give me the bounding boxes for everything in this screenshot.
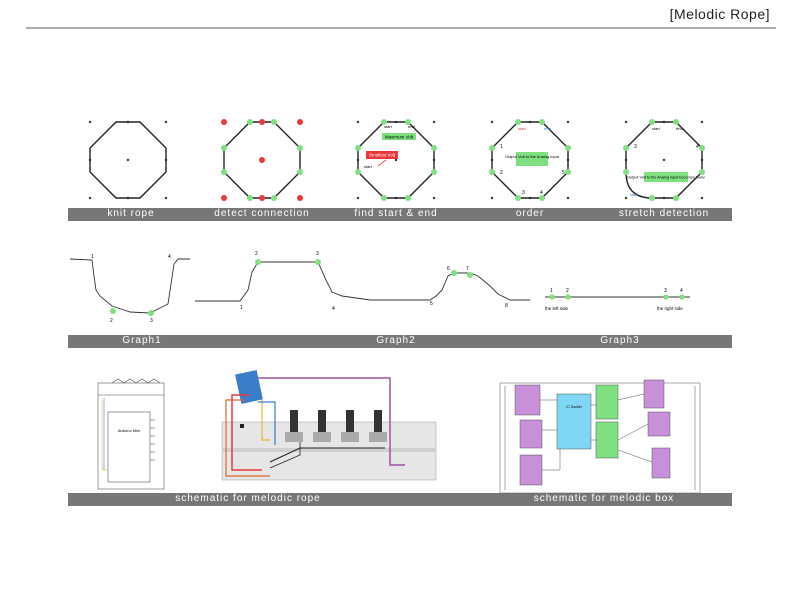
- octagon-knit-rope: [88, 120, 168, 200]
- svg-text:1: 1: [240, 305, 243, 311]
- svg-text:5: 5: [562, 170, 565, 176]
- svg-text:4: 4: [168, 254, 171, 260]
- svg-text:end: end: [676, 126, 683, 131]
- svg-text:the right side: the right side: [657, 306, 683, 311]
- arduino-chip-label: Arduino Mini: [118, 428, 140, 433]
- octagon-find-start-end: Maximum Volt Smallest Volt start end sta…: [355, 119, 437, 201]
- graph3-markers: [549, 294, 685, 300]
- svg-text:1: 1: [550, 288, 553, 294]
- caption-bar-schematics: schematic for melodic rope schematic for…: [68, 493, 732, 506]
- svg-text:3: 3: [522, 190, 525, 196]
- svg-text:2: 2: [500, 170, 503, 176]
- schematic-rope-left: [97, 378, 165, 490]
- svg-text:start: start: [630, 192, 639, 197]
- box-maximum-volt: Maximum Volt: [385, 135, 414, 140]
- caption-knit-rope: knit rope: [107, 208, 155, 219]
- caption-bar-graphs: Graph1 Graph2 Graph3: [68, 335, 732, 348]
- graph1-markers: [110, 308, 154, 316]
- svg-text:6: 6: [447, 266, 450, 272]
- box-smallest-volt: Smallest Volt: [369, 153, 396, 158]
- caption-detect-connection: detect connection: [214, 208, 310, 219]
- caption-schematic-rope: schematic for melodic rope: [175, 493, 321, 504]
- svg-text:start: start: [652, 126, 661, 131]
- svg-text:4: 4: [540, 190, 543, 196]
- header-rule: [26, 27, 776, 29]
- graph1: [69, 258, 190, 314]
- graph2-markers: [255, 259, 473, 278]
- svg-text:end: end: [408, 124, 415, 129]
- caption-graph2: Graph2: [376, 335, 416, 346]
- svg-text:4: 4: [696, 144, 699, 150]
- octagon-order: Output Volt to the Analog input start en…: [489, 119, 571, 201]
- octagon-detect-connection: [221, 119, 303, 201]
- caption-stretch-detection: stretch detection: [618, 208, 710, 219]
- caption-graph3: Graph3: [600, 335, 640, 346]
- caption-bar-octagons: knit rope detect connection find start &…: [68, 208, 732, 221]
- graph2: [195, 261, 530, 302]
- svg-text:3: 3: [634, 144, 637, 150]
- svg-text:end: end: [544, 126, 551, 131]
- caption-schematic-box: schematic for melodic box: [533, 493, 675, 504]
- schematic-box: [499, 379, 701, 494]
- svg-text:5: 5: [430, 301, 433, 307]
- caption-graph1: Graph1: [122, 335, 162, 346]
- svg-text:8: 8: [505, 303, 508, 309]
- caption-order: order: [515, 208, 545, 219]
- svg-text:3: 3: [664, 288, 667, 294]
- svg-text:2: 2: [255, 251, 258, 257]
- box-output-lower: Output Volt to the Analog input becomes …: [627, 176, 706, 180]
- svg-text:4: 4: [332, 306, 335, 312]
- svg-text:start: start: [518, 126, 527, 131]
- schematic-rope-breadboard: [221, 370, 437, 481]
- svg-text:start: start: [384, 124, 393, 129]
- svg-text:the left side: the left side: [545, 306, 569, 311]
- svg-text:3: 3: [316, 251, 319, 257]
- svg-text:3: 3: [150, 318, 153, 324]
- svg-text:1: 1: [91, 254, 94, 260]
- box-output-volt: Output Volt to the Analog input: [505, 154, 560, 159]
- svg-text:start: start: [364, 164, 373, 169]
- caption-find-start-end: find start & end: [354, 208, 438, 219]
- svg-text:7: 7: [466, 266, 469, 272]
- svg-text:1: 1: [500, 144, 503, 150]
- svg-text:4: 4: [680, 288, 683, 294]
- svg-text:2: 2: [566, 288, 569, 294]
- octagon-stretch-detection: Output Volt to the Analog input becomes …: [623, 119, 706, 201]
- page-title: [Melodic Rope]: [669, 6, 770, 22]
- ic-socket-label: IC Socket: [566, 405, 581, 409]
- svg-text:2: 2: [110, 318, 113, 324]
